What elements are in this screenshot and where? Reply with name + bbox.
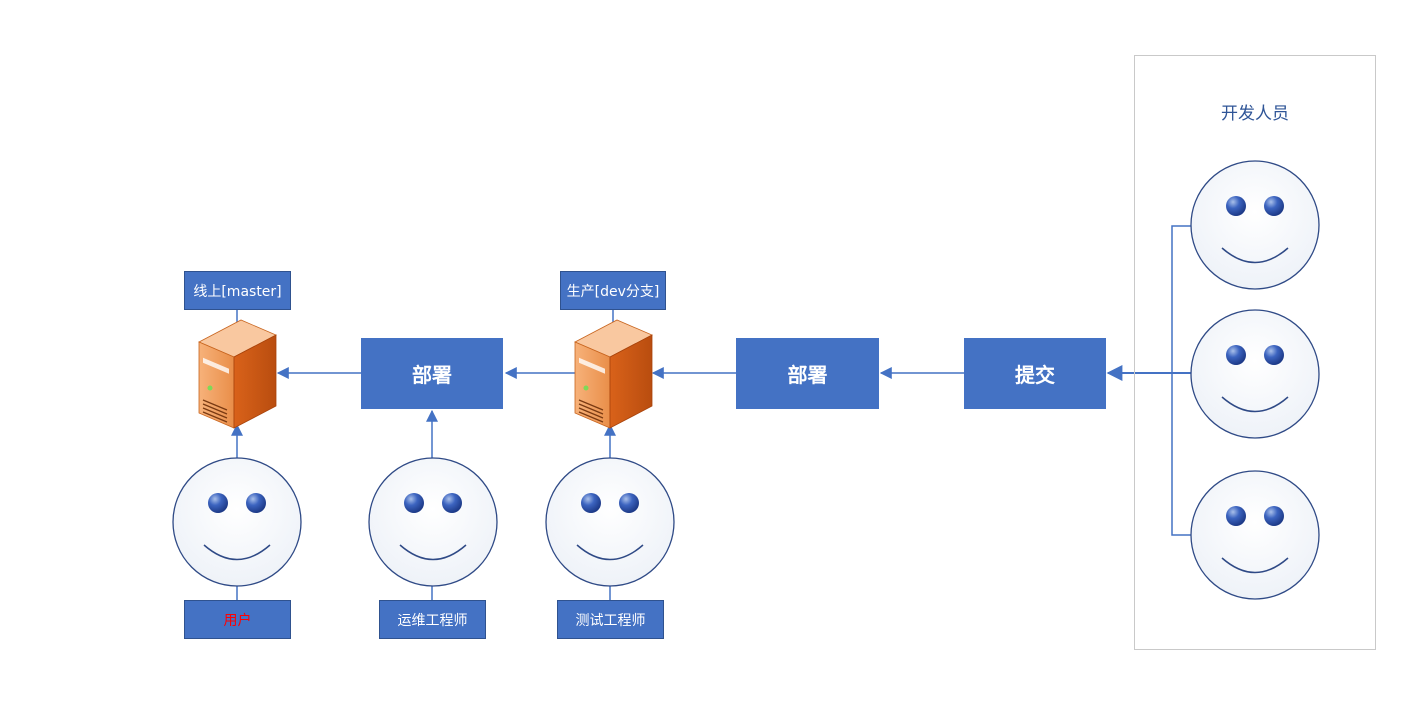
user-face bbox=[172, 457, 302, 587]
developer-face bbox=[1190, 160, 1320, 290]
eye-icon bbox=[581, 493, 601, 513]
deploy-box-left: 部署 bbox=[361, 338, 503, 409]
online-master-label: 线上[master] bbox=[184, 271, 291, 310]
eye-icon bbox=[1264, 506, 1284, 526]
smile-icon bbox=[399, 544, 467, 561]
developer-group-title: 开发人员 bbox=[1221, 104, 1289, 124]
server-icon bbox=[574, 319, 653, 429]
eye-icon bbox=[404, 493, 424, 513]
smile-icon bbox=[203, 544, 271, 561]
developer-group bbox=[1134, 55, 1376, 650]
smile-icon bbox=[576, 544, 644, 561]
eye-icon bbox=[1226, 345, 1246, 365]
eye-icon bbox=[246, 493, 266, 513]
submit-box: 提交 bbox=[964, 338, 1106, 409]
ops-engineer-label: 运维工程师 bbox=[379, 600, 486, 639]
smile-icon bbox=[1221, 396, 1289, 413]
developer-face bbox=[1190, 309, 1320, 439]
people bbox=[172, 160, 1320, 600]
eye-icon bbox=[619, 493, 639, 513]
eye-icon bbox=[208, 493, 228, 513]
deploy-box-right: 部署 bbox=[736, 338, 879, 409]
test-engineer-face bbox=[545, 457, 675, 587]
user-label: 用户 bbox=[184, 600, 291, 639]
eye-icon bbox=[1264, 345, 1284, 365]
eye-icon bbox=[1226, 196, 1246, 216]
server-icon bbox=[198, 319, 277, 429]
developer-face bbox=[1190, 470, 1320, 600]
smile-icon bbox=[1221, 247, 1289, 264]
ops-engineer-face bbox=[368, 457, 498, 587]
eye-icon bbox=[1264, 196, 1284, 216]
eye-icon bbox=[1226, 506, 1246, 526]
smile-icon bbox=[1221, 557, 1289, 574]
test-engineer-label: 测试工程师 bbox=[557, 600, 664, 639]
production-dev-label: 生产[dev分支] bbox=[560, 271, 666, 310]
eye-icon bbox=[442, 493, 462, 513]
developer-bracket bbox=[1171, 225, 1192, 536]
